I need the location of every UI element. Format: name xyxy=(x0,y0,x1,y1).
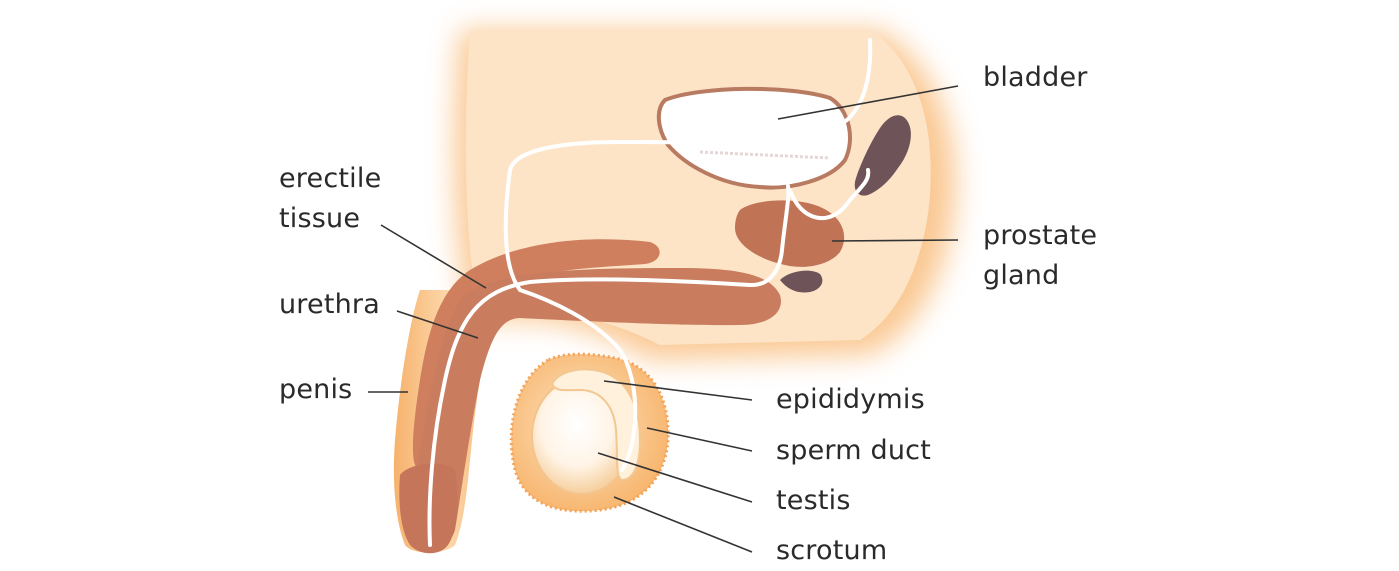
leader-urethra xyxy=(396,310,479,339)
label-testis-text: testis xyxy=(776,485,851,516)
label-scrotum-text: scrotum xyxy=(776,535,888,566)
label-sperm-duct: sperm duct xyxy=(776,431,931,471)
label-penis-text: penis xyxy=(279,374,353,405)
leader-prostate xyxy=(831,239,959,242)
epididymis xyxy=(550,368,642,482)
leader-epididymis xyxy=(603,380,753,401)
anatomy-illustration xyxy=(368,30,959,554)
label-urethra: urethra xyxy=(279,285,380,325)
vas-connector xyxy=(788,168,871,221)
leader-bladder xyxy=(777,85,959,120)
leader-lines xyxy=(368,85,959,553)
label-penis: penis xyxy=(279,370,352,410)
leader-sperm-duct xyxy=(646,427,753,452)
label-scrotum: scrotum xyxy=(776,531,887,571)
label-bladder-text: bladder xyxy=(983,62,1088,93)
label-epididymis-text: epididymis xyxy=(776,384,925,415)
label-urethra-text: urethra xyxy=(279,289,380,320)
leader-scrotum xyxy=(613,496,753,553)
label-prostate-line2: gland xyxy=(983,260,1060,291)
label-erectile-tissue: erectile tissue xyxy=(279,159,381,239)
leader-testis xyxy=(597,452,753,503)
label-bladder: bladder xyxy=(983,58,1088,98)
label-prostate-line1: prostate xyxy=(983,220,1098,251)
label-sperm-duct-text: sperm duct xyxy=(776,435,932,466)
urethra-duct xyxy=(427,184,791,547)
ureter-tube xyxy=(838,38,873,127)
label-erectile-line2: tissue xyxy=(279,203,361,234)
label-epididymis: epididymis xyxy=(776,380,925,420)
label-testis: testis xyxy=(776,481,851,521)
sperm-duct-tube xyxy=(503,140,722,472)
reproductive-diagram: bladder prostate gland erectile tissue u… xyxy=(279,30,1097,566)
label-erectile-line1: erectile xyxy=(279,163,382,194)
ducts xyxy=(427,38,873,547)
leader-erectile xyxy=(380,224,487,289)
bladder xyxy=(656,86,852,190)
label-prostate-gland: prostate gland xyxy=(983,216,1097,296)
